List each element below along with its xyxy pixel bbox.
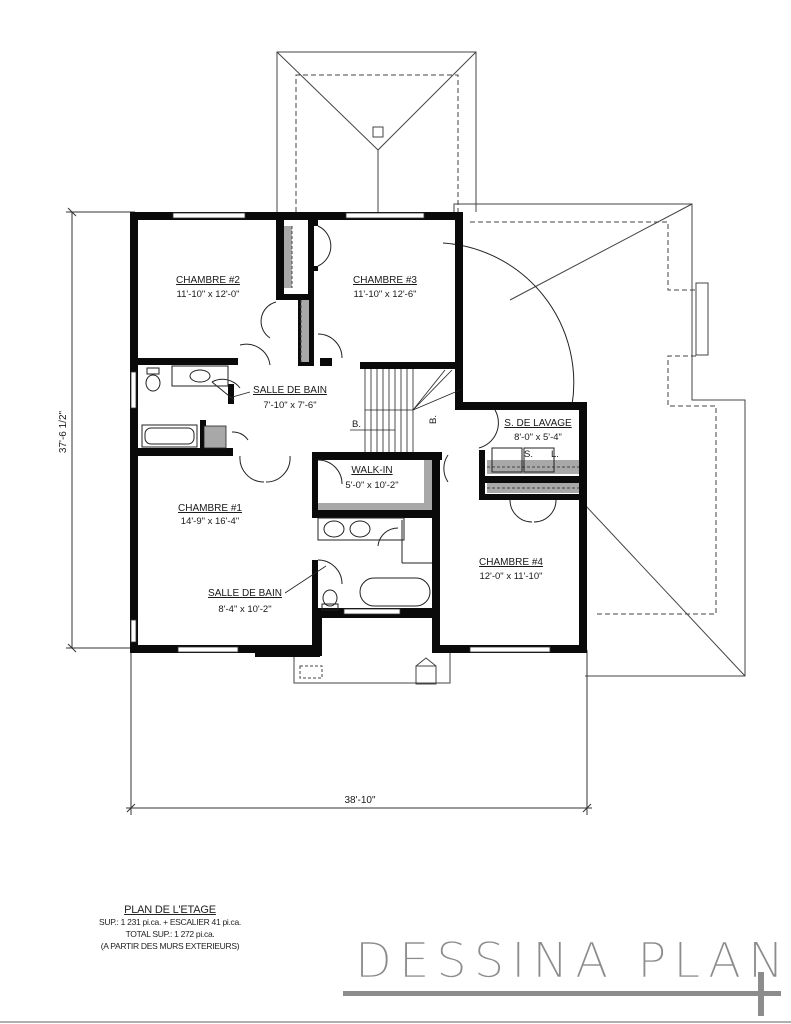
dimension-height: 37'-6 1/2" xyxy=(58,410,69,453)
svg-text:L.: L. xyxy=(551,449,559,460)
room-label-salle-de-bain: SALLE DE BAIN 7'-10" x 7'-6" xyxy=(228,385,327,411)
stair-label-b: B. xyxy=(352,419,361,430)
svg-text:S.: S. xyxy=(524,449,533,460)
svg-text:14'-9" x 16'-4": 14'-9" x 16'-4" xyxy=(181,516,239,527)
svg-text:11'-10" x 12'-6": 11'-10" x 12'-6" xyxy=(353,289,416,300)
brand-cross-tick xyxy=(758,972,764,1016)
room-label-lavage: S. DE LAVAGE 8'-0" x 5'-4" S. L. xyxy=(504,418,572,460)
stair-arc xyxy=(442,242,575,406)
caption-title: PLAN DE L'ETAGE xyxy=(124,904,216,916)
room-label-chambre2: CHAMBRE #2 11'-10" x 12'-0" xyxy=(176,275,240,300)
svg-text:CHAMBRE #1: CHAMBRE #1 xyxy=(178,503,242,514)
room-label-salle-de-bain-master: SALLE DE BAIN 8'-4" x 10'-2" xyxy=(208,565,327,615)
plan-caption: PLAN DE L'ETAGE SUP.: 1 231 pi.ca. + ESC… xyxy=(70,904,270,952)
svg-text:8'-4" x 10'-2": 8'-4" x 10'-2" xyxy=(218,604,271,615)
doors xyxy=(211,225,557,585)
closet-shelves xyxy=(203,226,579,510)
brand-underline xyxy=(343,991,781,996)
windows xyxy=(130,212,551,653)
dimension-width: 38'-10" xyxy=(344,795,375,806)
room-label-walk-in: WALK-IN 5'-0" x 10'-2" xyxy=(345,465,398,491)
staircase xyxy=(350,369,461,452)
svg-text:5'-0" x 10'-2": 5'-0" x 10'-2" xyxy=(345,480,398,491)
svg-text:CHAMBRE #3: CHAMBRE #3 xyxy=(353,275,417,286)
caption-total-line: TOTAL SUP.: 1 272 pi.ca. xyxy=(125,929,215,939)
caption-note-line: (A PARTIR DES MURS EXTERIEURS) xyxy=(100,941,240,951)
svg-text:7'-10" x 7'-6": 7'-10" x 7'-6" xyxy=(263,400,316,411)
svg-text:WALK-IN: WALK-IN xyxy=(351,465,392,476)
svg-text:SALLE DE BAIN: SALLE DE BAIN xyxy=(253,385,327,396)
svg-text:CHAMBRE #4: CHAMBRE #4 xyxy=(479,557,543,568)
room-label-chambre4: CHAMBRE #4 12'-0" x 11'-10" xyxy=(479,557,543,582)
svg-text:8'-0" x 5'-4": 8'-0" x 5'-4" xyxy=(514,432,562,443)
roof-outlines xyxy=(276,51,746,685)
bottom-rule xyxy=(0,1021,791,1023)
fixtures xyxy=(141,365,555,611)
brand-logo-text: DESSINA PLAN xyxy=(355,933,791,990)
room-label-chambre1: CHAMBRE #1 14'-9" x 16'-4" xyxy=(178,503,242,527)
svg-text:SALLE DE BAIN: SALLE DE BAIN xyxy=(208,588,282,599)
room-label-chambre3: CHAMBRE #3 11'-10" x 12'-6" xyxy=(353,275,417,300)
svg-text:11'-10" x 12'-0": 11'-10" x 12'-0" xyxy=(176,289,239,300)
svg-text:CHAMBRE #2: CHAMBRE #2 xyxy=(176,275,240,286)
dimension-lines xyxy=(66,207,592,815)
caption-area-line: SUP.: 1 231 pi.ca. + ESCALIER 41 pi.ca. xyxy=(99,917,241,927)
svg-text:S. DE LAVAGE: S. DE LAVAGE xyxy=(504,418,572,429)
svg-text:12'-0" x 11'-10": 12'-0" x 11'-10" xyxy=(479,571,542,582)
stair-label-b-rotated: B. xyxy=(428,415,439,424)
